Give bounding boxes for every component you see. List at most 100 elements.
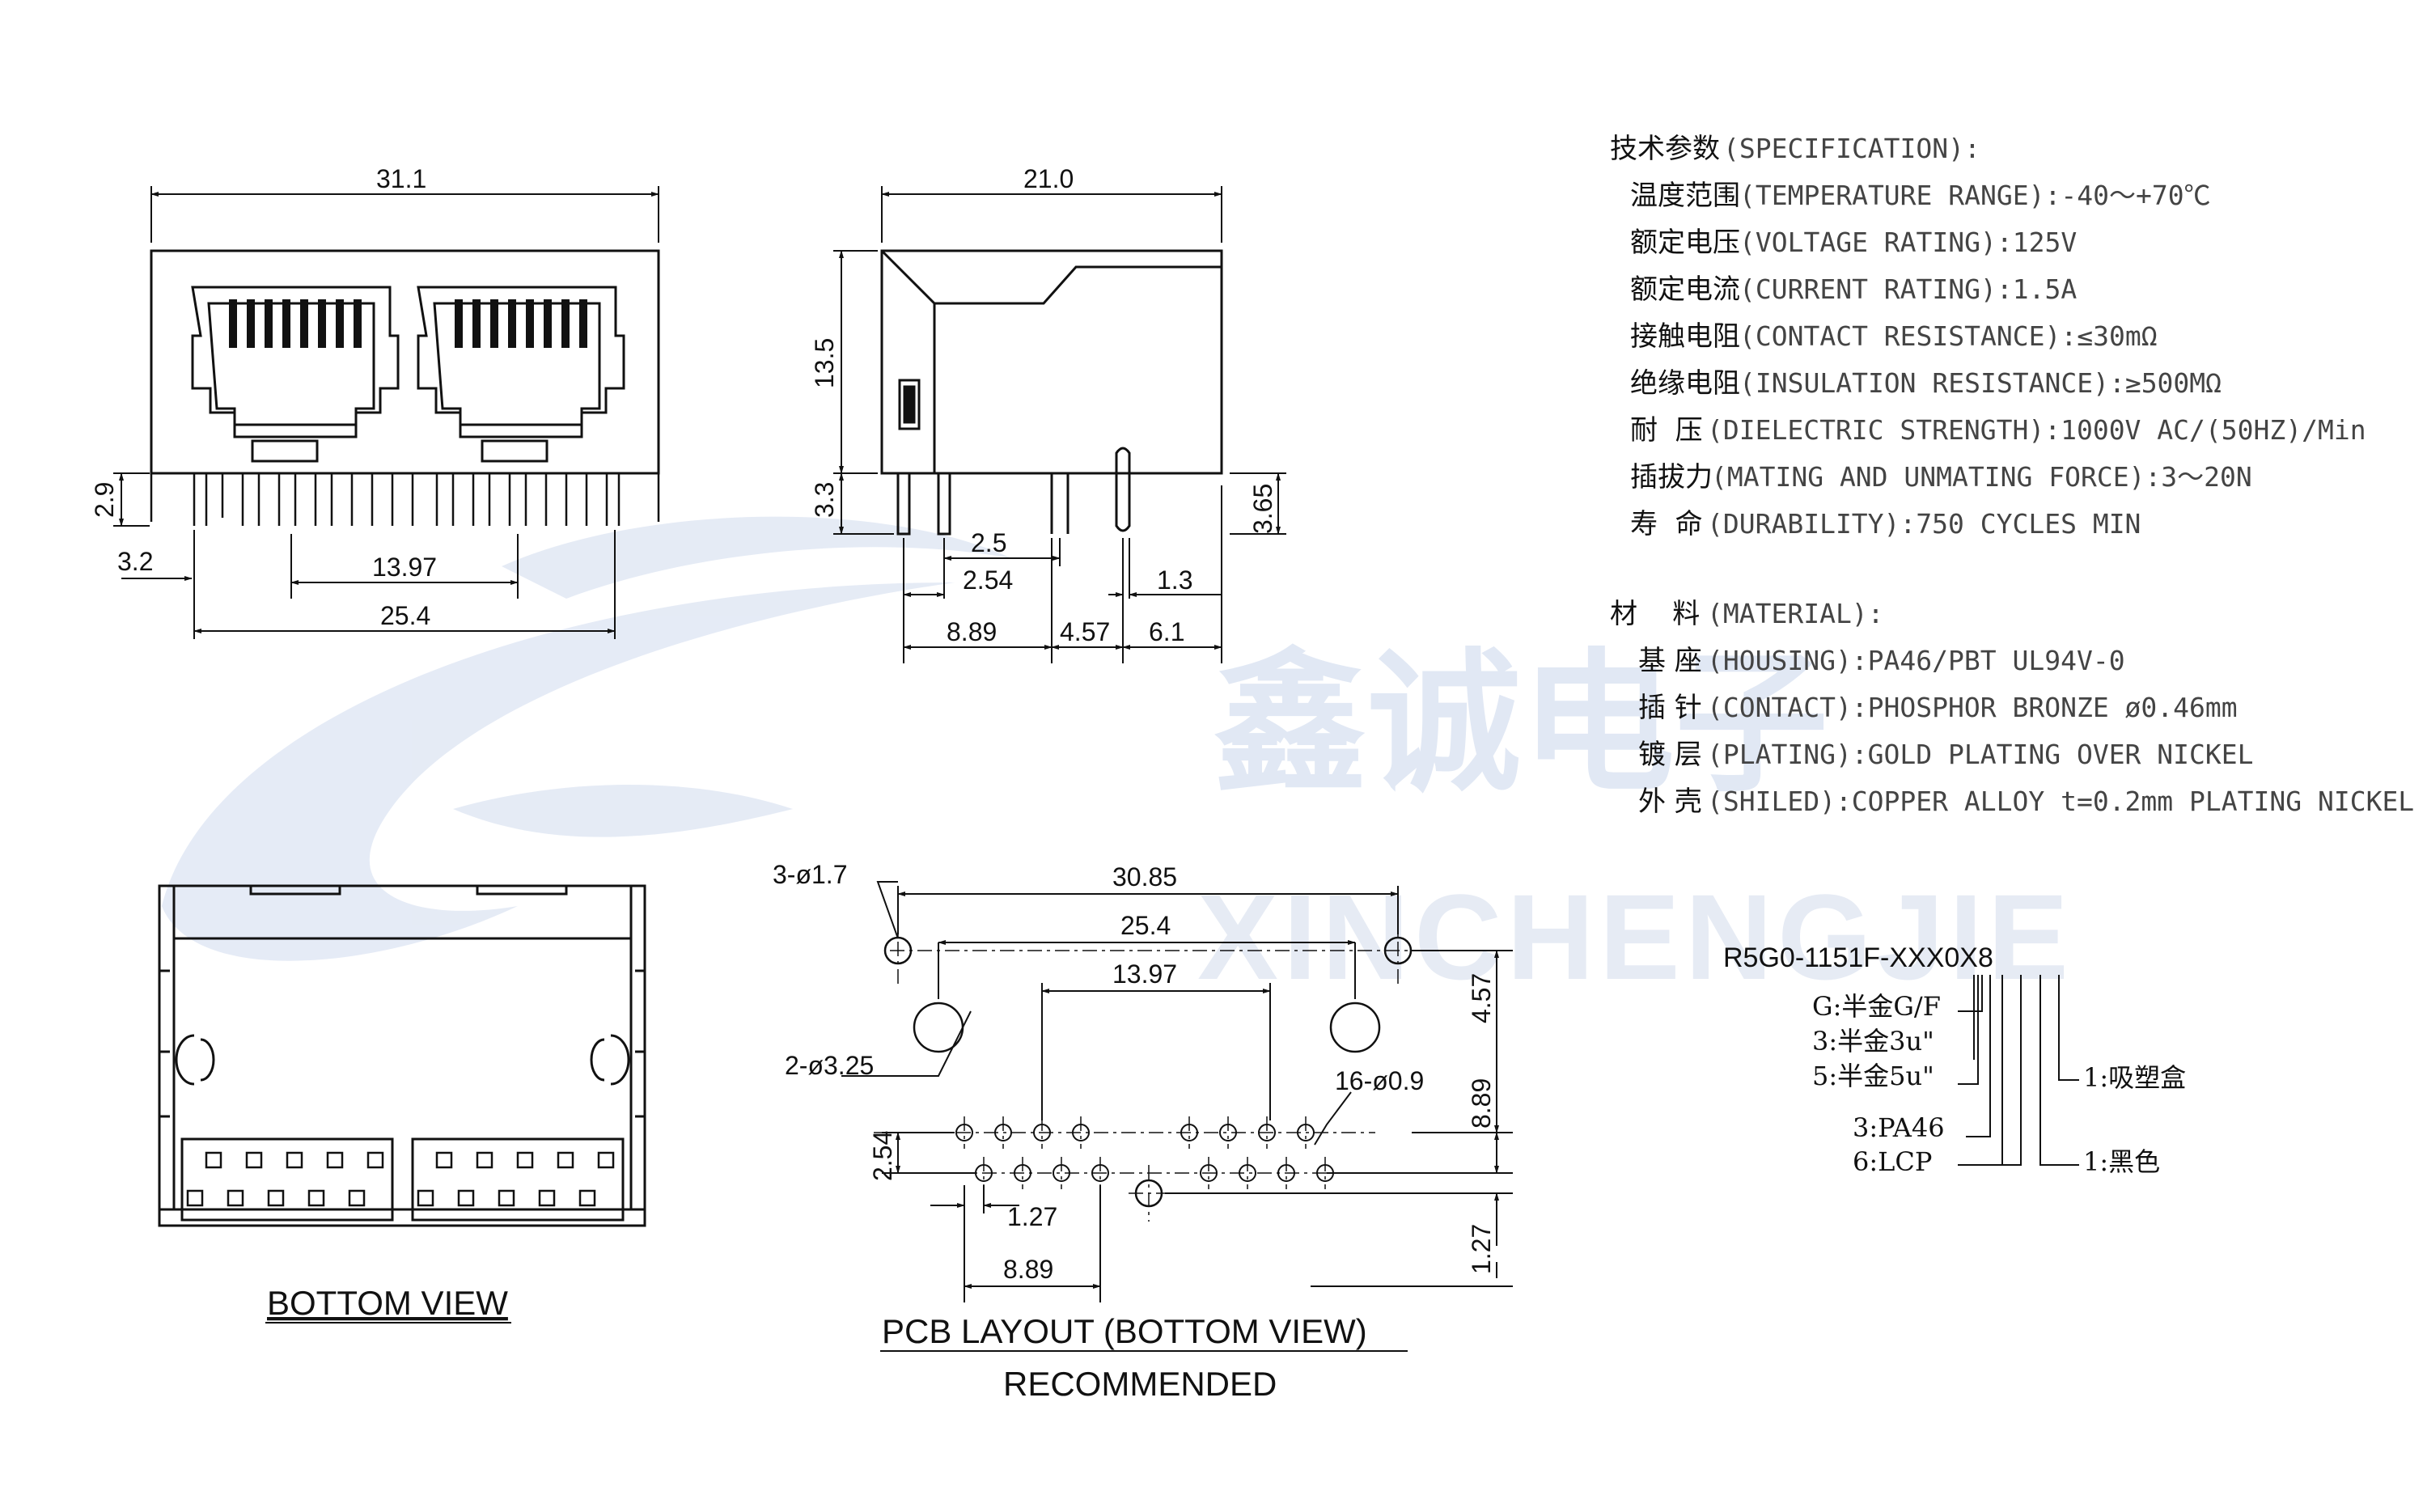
- dim-3-65: 3.65: [1248, 484, 1277, 534]
- part-option-material: 6:LCP: [1853, 1146, 1932, 1177]
- bottom-pin-block-left: [180, 1137, 394, 1222]
- part-number-code: R5G0-1151F-XXX0X8: [1723, 942, 1993, 973]
- dim-pcb-1-27-v: 1.27: [1467, 1224, 1496, 1274]
- material-block: 材 料 (MATERIAL): 基 座 (HOUSING):PA46/PBT U…: [1610, 598, 2414, 818]
- material-row-en: (CONTACT):PHOSPHOR BRONZE ø0.46mm: [1707, 692, 2238, 723]
- side-shield-line: [880, 249, 1222, 305]
- pcb-layout-dim-text: 3-ø1.7 2-ø3.25 16-ø0.9 30.85 25.4 13.97 …: [773, 860, 1496, 1284]
- spec-row-en: (CONTACT RESISTANCE):≤30mΩ: [1739, 320, 2158, 352]
- material-row-en: (SHILED):COPPER ALLOY t=0.2mm PLATING NI…: [1707, 786, 2414, 817]
- side-view-dim-text: 21.0 13.5 3.3 3.65 2.5 2.54 1.3 8.89 4.5…: [810, 164, 1277, 646]
- dim-2-holes: 2-ø3.25: [785, 1051, 874, 1080]
- dim-2-54: 2.54: [963, 565, 1013, 595]
- bottom-pin-block-right: [411, 1137, 625, 1222]
- dim-13-5: 13.5: [810, 338, 839, 388]
- dim-pcb-13-97: 13.97: [1112, 959, 1177, 989]
- front-view-dim-text: 31.1 2.9 3.2 13.97 25.4: [90, 164, 437, 630]
- spec-row-cn: 接触电阻: [1630, 320, 1740, 353]
- spec-row-cn: 寿 命: [1630, 508, 1703, 540]
- part-option-packaging: 1:吸塑盒: [2083, 1062, 2186, 1093]
- bottom-peg-right: [590, 1034, 630, 1086]
- spec-row-cn: 插拔力: [1630, 461, 1713, 493]
- bottom-peg-left: [175, 1034, 215, 1086]
- material-row-cn: 外 壳: [1638, 786, 1702, 818]
- side-view-dims: [833, 186, 1286, 663]
- spec-title-en: (SPECIFICATION):: [1723, 133, 1980, 164]
- material-row-en: (HOUSING):PA46/PBT UL94V-0: [1707, 645, 2125, 676]
- pcb-hole-large-left: [913, 1002, 964, 1053]
- front-housing-outline: [150, 249, 660, 475]
- material-title-en: (MATERIAL):: [1707, 598, 1884, 629]
- part-option-plating: 3:半金3u": [1812, 1026, 1934, 1057]
- material-row-en: (PLATING):GOLD PLATING OVER NICKEL: [1707, 739, 2254, 770]
- dim-2-9: 2.9: [90, 482, 119, 518]
- dim-3-3: 3.3: [810, 482, 839, 518]
- spec-row-en: (INSULATION RESISTANCE):≥500MΩ: [1739, 367, 2222, 399]
- front-port-right-contacts: [455, 299, 587, 348]
- side-leg-front: [896, 473, 911, 536]
- bottom-housing-outline: [158, 884, 646, 1227]
- spec-block: 技术参数 (SPECIFICATION): 温度范围 (TEMPERATURE …: [1610, 133, 2366, 540]
- dim-13-97: 13.97: [372, 553, 437, 582]
- spec-row-cn: 温度范围: [1630, 180, 1740, 212]
- pcb-hole-large-right: [1329, 1002, 1381, 1053]
- spec-row-en: (DURABILITY):750 CYCLES MIN: [1707, 508, 2141, 540]
- dim-pcb-1-27-h: 1.27: [1007, 1202, 1057, 1231]
- front-pins: [150, 453, 660, 526]
- dim-pcb-8-89-h: 8.89: [1003, 1255, 1053, 1284]
- dim-3-2: 3.2: [117, 547, 153, 576]
- front-port-right: [417, 286, 625, 463]
- watermark-latin: XINCHENGJIE: [1197, 869, 2073, 1005]
- bottom-view: [158, 884, 646, 1227]
- front-port-left-contacts: [229, 299, 362, 348]
- front-port-left: [191, 286, 400, 463]
- bottom-pins: [186, 1151, 615, 1207]
- spec-row-cn: 绝缘电阻: [1630, 367, 1740, 400]
- front-view: [150, 249, 660, 526]
- bottom-view-label: BOTTOM VIEW: [267, 1284, 508, 1322]
- dim-16-holes: 16-ø0.9: [1335, 1066, 1424, 1095]
- part-option-plating: G:半金G/F: [1812, 991, 1941, 1022]
- material-title-cn: 材 料: [1610, 598, 1700, 630]
- side-boardlock: [1115, 447, 1131, 532]
- dim-30-85: 30.85: [1112, 862, 1177, 892]
- part-option-color: 1:黑色: [2083, 1146, 2160, 1177]
- spec-row-en: (CURRENT RATING):1.5A: [1739, 273, 2077, 305]
- dim-4-57: 4.57: [1060, 617, 1110, 646]
- spec-row-en: (DIELECTRIC STRENGTH):1000V AC/(50HZ)/Mi…: [1707, 414, 2366, 446]
- material-row-cn: 镀 层: [1638, 739, 1702, 771]
- spec-row-cn: 耐 压: [1630, 414, 1703, 447]
- side-latch: [898, 379, 921, 430]
- material-row-cn: 基 座: [1638, 645, 1702, 677]
- spec-row-en: (VOLTAGE RATING):125V: [1739, 227, 2077, 258]
- dim-1-3: 1.3: [1157, 565, 1192, 595]
- dim-2-5: 2.5: [971, 528, 1006, 557]
- spec-title-cn: 技术参数: [1610, 133, 1720, 165]
- dim-3-holes: 3-ø1.7: [773, 860, 847, 889]
- pcb-layout: [874, 914, 1489, 1222]
- material-row-cn: 插 针: [1638, 692, 1702, 724]
- spec-row-cn: 额定电流: [1630, 273, 1740, 306]
- pcb-layout-sublabel: RECOMMENDED: [1003, 1365, 1277, 1403]
- dim-pcb-25-4: 25.4: [1120, 911, 1171, 940]
- side-view: [880, 249, 1223, 536]
- dim-pcb-8-89: 8.89: [1467, 1078, 1496, 1129]
- part-number-block: R5G0-1151F-XXX0X8 G:半金G/F 3:半金3u" 5:半金5u…: [1723, 942, 2186, 1177]
- dim-21-0: 21.0: [1023, 164, 1074, 193]
- dim-31-1: 31.1: [376, 164, 426, 193]
- part-option-plating: 5:半金5u": [1812, 1061, 1934, 1091]
- front-view-dims: [113, 186, 659, 639]
- dim-pcb-4-57: 4.57: [1467, 973, 1496, 1023]
- dim-25-4: 25.4: [380, 601, 430, 630]
- watermark-chinese: 鑫诚电子: [1214, 634, 1828, 813]
- spec-row-cn: 额定电压: [1630, 227, 1740, 259]
- watermark-swoosh-logo: [162, 516, 1011, 961]
- dim-8-89: 8.89: [947, 617, 997, 646]
- dim-pcb-2-54: 2.54: [868, 1131, 897, 1181]
- pcb-layout-dims: [841, 881, 1513, 1302]
- spec-row-en: (MATING AND UNMATING FORCE):3～20N: [1711, 461, 2252, 493]
- side-housing-outline: [880, 249, 1223, 475]
- dim-6-1: 6.1: [1149, 617, 1184, 646]
- pcb-layout-label: PCB LAYOUT (BOTTOM VIEW): [882, 1312, 1367, 1350]
